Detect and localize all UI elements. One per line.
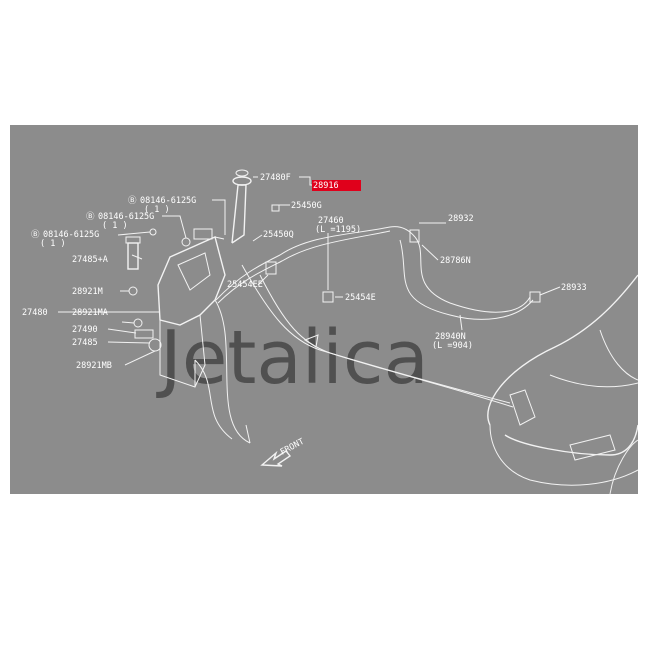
label-bolt-1-qty: ( 1 ) [144, 205, 170, 215]
label-27460-length: (L =1195) [315, 225, 361, 235]
bolt-symbol-3: Ⓑ [31, 230, 40, 240]
label-25450g: 25450G [291, 201, 322, 211]
bolt-symbol-1: Ⓑ [128, 196, 137, 206]
label-25454ee: 25454EE [227, 280, 263, 290]
label-bolt-2-qty: ( 1 ) [102, 221, 128, 231]
bolt-symbol-2: Ⓑ [86, 212, 95, 222]
label-28940n-length: (L =904) [432, 341, 473, 351]
label-28921mb: 28921MB [76, 361, 112, 371]
washer-hose-lines [194, 226, 534, 444]
label-28932: 28932 [448, 214, 474, 224]
label-27480f: 27480F [260, 173, 291, 183]
label-28916: 28916 [313, 181, 339, 191]
label-28940n: 28940N [435, 332, 466, 342]
parts-diagram: Jetalica [10, 125, 638, 494]
label-28921ma: 28921MA [72, 308, 108, 318]
label-28921m: 28921M [72, 287, 103, 297]
label-28786n: 28786N [440, 256, 471, 266]
label-bolt-2: 08146-6125G [98, 212, 154, 222]
highlight-28916 [312, 180, 361, 191]
label-25450q: 25450Q [263, 230, 294, 240]
label-28933: 28933 [561, 283, 587, 293]
label-27460: 27460 [318, 216, 344, 226]
label-bolt-1: 08146-6125G [140, 196, 196, 206]
front-arrow [260, 450, 292, 467]
vehicle-front-drawing [487, 274, 638, 494]
label-bolt-3-qty: ( 1 ) [40, 239, 66, 249]
leader-lines [58, 176, 561, 366]
label-27485: 27485 [72, 338, 98, 348]
label-27485a: 27485+A [72, 255, 108, 265]
label-27490: 27490 [72, 325, 98, 335]
label-front: FRONT [279, 437, 306, 458]
label-27480: 27480 [22, 308, 48, 318]
label-bolt-3: 08146-6125G [43, 230, 99, 240]
label-25454e: 25454E [345, 293, 376, 303]
